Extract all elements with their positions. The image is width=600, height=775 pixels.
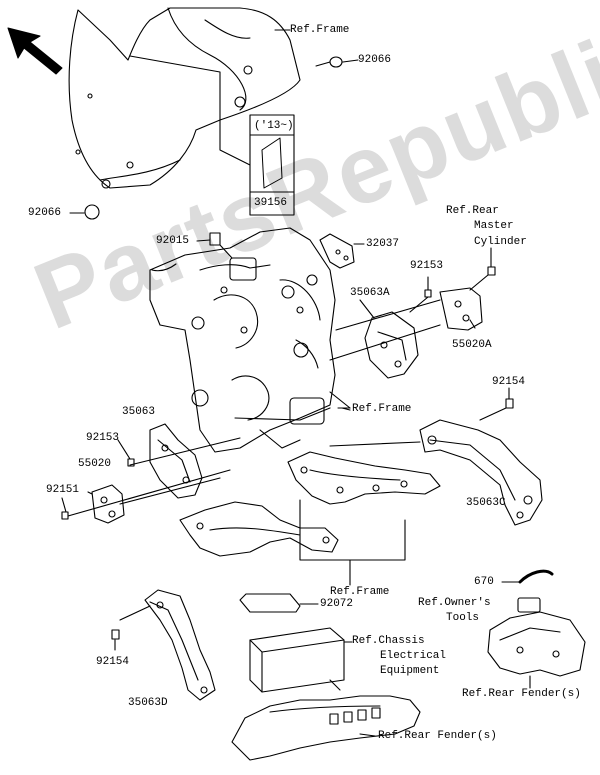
bolt-master-cylinder-part — [469, 247, 496, 291]
bolt-92153-left-part — [117, 439, 135, 467]
label-ref-rear-fender-right: Ref.Rear Fender(s) — [462, 688, 581, 700]
bolt-92154-left-part — [111, 629, 120, 651]
label-670: 670 — [474, 576, 494, 588]
main-frame-part — [149, 227, 336, 453]
label-year-note: ('13~) — [254, 120, 294, 132]
label-92153-left: 92153 — [86, 432, 120, 444]
label-ref-owners-2: Tools — [446, 612, 480, 624]
label-39156: 39156 — [254, 197, 288, 209]
subframe-upper-part — [287, 451, 441, 505]
label-55020A: 55020A — [452, 339, 492, 351]
label-55020: 55020 — [78, 458, 112, 470]
label-92154-left: 92154 — [96, 656, 130, 668]
bolt-92015-part — [196, 232, 233, 259]
cover-92072-part — [239, 593, 319, 613]
label-35063A: 35063A — [350, 287, 390, 299]
bolt-92151-part — [61, 497, 69, 520]
label-92153-right: 92153 — [410, 260, 444, 272]
label-ref-chassis-1: Ref.Chassis — [352, 635, 425, 647]
label-ref-chassis-2: Electrical — [380, 650, 447, 662]
label-ref-frame-bottom: Ref.Frame — [330, 586, 390, 598]
label-92015: 92015 — [156, 235, 190, 247]
label-92066-left: 92066 — [28, 207, 62, 219]
label-35063D: 35063D — [128, 697, 168, 709]
label-35063C: 35063C — [466, 497, 506, 509]
label-ref-frame-mid: Ref.Frame — [352, 403, 412, 415]
bracket-35063-part — [149, 423, 203, 499]
label-92066-top: 92066 — [358, 54, 392, 66]
subframe-lower-part — [179, 501, 339, 557]
label-ref-chassis-3: Equipment — [380, 665, 440, 677]
plate-55020-part — [87, 484, 125, 524]
plate-55020A-part — [439, 287, 483, 331]
front-frame-part — [68, 7, 301, 189]
label-92154-right: 92154 — [492, 376, 526, 388]
label-92151: 92151 — [46, 484, 80, 496]
bracket-35063C-part — [329, 419, 543, 526]
label-ref-owners-1: Ref.Owner's — [418, 597, 491, 609]
grommet-part — [315, 56, 359, 68]
rear-fender-right-part — [487, 569, 586, 689]
label-32037: 32037 — [366, 238, 400, 250]
label-35063: 35063 — [122, 406, 156, 418]
label-ref-rear-master-1: Ref.Rear — [446, 205, 499, 217]
battery-box-part — [249, 627, 353, 693]
bracket-32037-part — [319, 233, 365, 269]
label-ref-rear-fender-bottom: Ref.Rear Fender(s) — [378, 730, 497, 742]
rear-fender-lower-part — [231, 695, 421, 761]
bracket-35063A-part — [359, 299, 419, 379]
label-ref-frame-top: Ref.Frame — [290, 24, 350, 36]
label-ref-rear-master-2: Master — [474, 220, 514, 232]
bracket-35063D-part — [119, 589, 216, 701]
label-92072: 92072 — [320, 598, 354, 610]
arrow-up-left-icon — [7, 27, 63, 75]
bolt-92154-right-part — [479, 387, 514, 421]
grommet-left-part — [69, 204, 100, 220]
bolt-92153-right-part — [409, 276, 432, 313]
label-ref-rear-master-3: Cylinder — [474, 236, 527, 248]
